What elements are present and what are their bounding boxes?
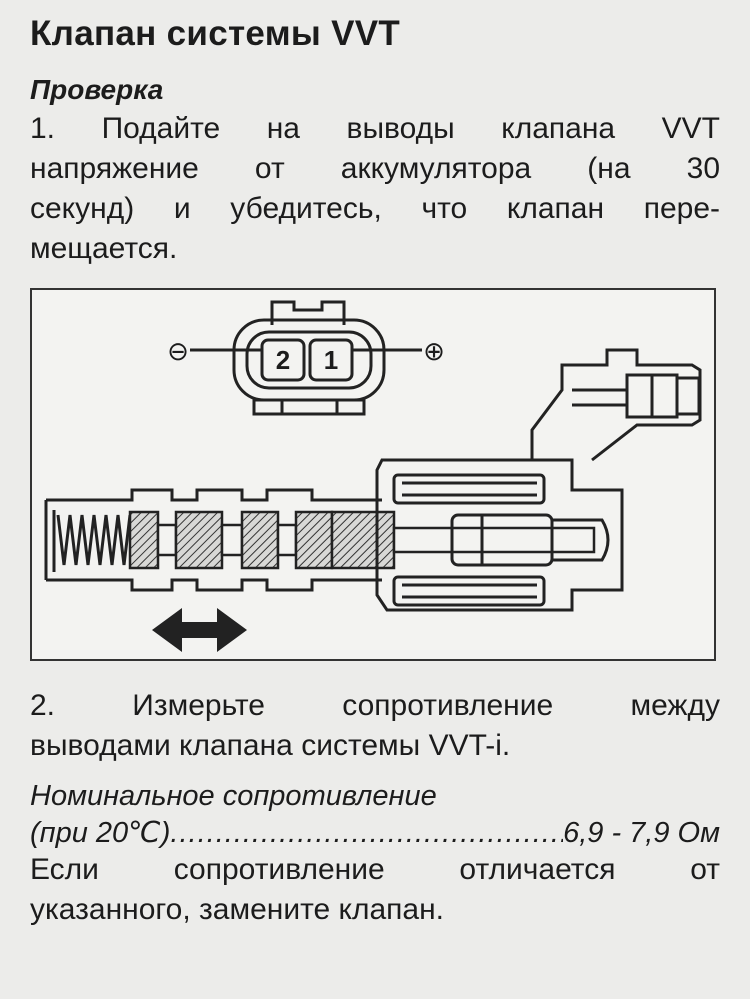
armature bbox=[450, 513, 554, 567]
step-3-line: указанного, замените клапан. bbox=[30, 893, 445, 926]
step-1-line: мещается. bbox=[30, 232, 178, 265]
connector-pin-1-label: 1 bbox=[324, 345, 338, 375]
spec-value-row: (при 20℃) ..............................… bbox=[30, 815, 720, 852]
spec-label: Номинальное сопротивление bbox=[30, 780, 437, 812]
connector-group bbox=[190, 300, 422, 416]
solenoid-body bbox=[375, 458, 624, 612]
spec-value: 6,9 - 7,9 Ом bbox=[563, 817, 720, 849]
step-1-line: секунд) и убедитесь, что клапан пере- bbox=[30, 192, 720, 225]
section-title: Проверка bbox=[30, 74, 164, 105]
valve-sleeve bbox=[44, 488, 382, 592]
vvt-valve-diagram: 2 1 ⊖ ⊕ bbox=[30, 288, 716, 661]
connector-pin-2-box bbox=[260, 338, 306, 382]
connector-pin-2-label: 2 bbox=[276, 345, 290, 375]
vvt-valve-drawing: 2 1 ⊖ ⊕ bbox=[44, 300, 702, 652]
negative-terminal-icon: ⊖ bbox=[167, 337, 189, 367]
step-3-line: Если сопротивление отличается от bbox=[30, 853, 720, 886]
spec-leader-dots: ........................................… bbox=[170, 817, 563, 849]
step-1-paragraph: 1. Подайте на выводы клапана VVT напряже… bbox=[30, 109, 720, 269]
page-title: Клапан системы VVT bbox=[30, 14, 401, 53]
spool bbox=[128, 510, 596, 570]
step-2-line: выводами клапана системы VVT-i. bbox=[30, 729, 511, 762]
step-1-line: напряжение от аккумулятора (на 30 bbox=[30, 152, 720, 185]
step-2-paragraph: 2. Измерьте сопротивление между выводами… bbox=[30, 686, 720, 766]
positive-terminal-icon: ⊕ bbox=[423, 337, 445, 367]
spec-condition: (при 20℃) bbox=[30, 817, 171, 849]
spring-icon bbox=[56, 514, 132, 566]
connector-pin-1-box bbox=[308, 338, 354, 382]
step-3-paragraph: Если сопротивление отличается от указанн… bbox=[30, 850, 720, 930]
movement-arrow-icon bbox=[152, 608, 247, 652]
solenoid-connector bbox=[530, 348, 702, 462]
coil-lower bbox=[392, 575, 546, 607]
step-1-line: 1. Подайте на выводы клапана VVT bbox=[30, 112, 720, 145]
coil-upper bbox=[392, 473, 546, 505]
step-2-line: 2. Измерьте сопротивление между bbox=[30, 689, 720, 722]
connector-top-lock bbox=[270, 300, 346, 325]
